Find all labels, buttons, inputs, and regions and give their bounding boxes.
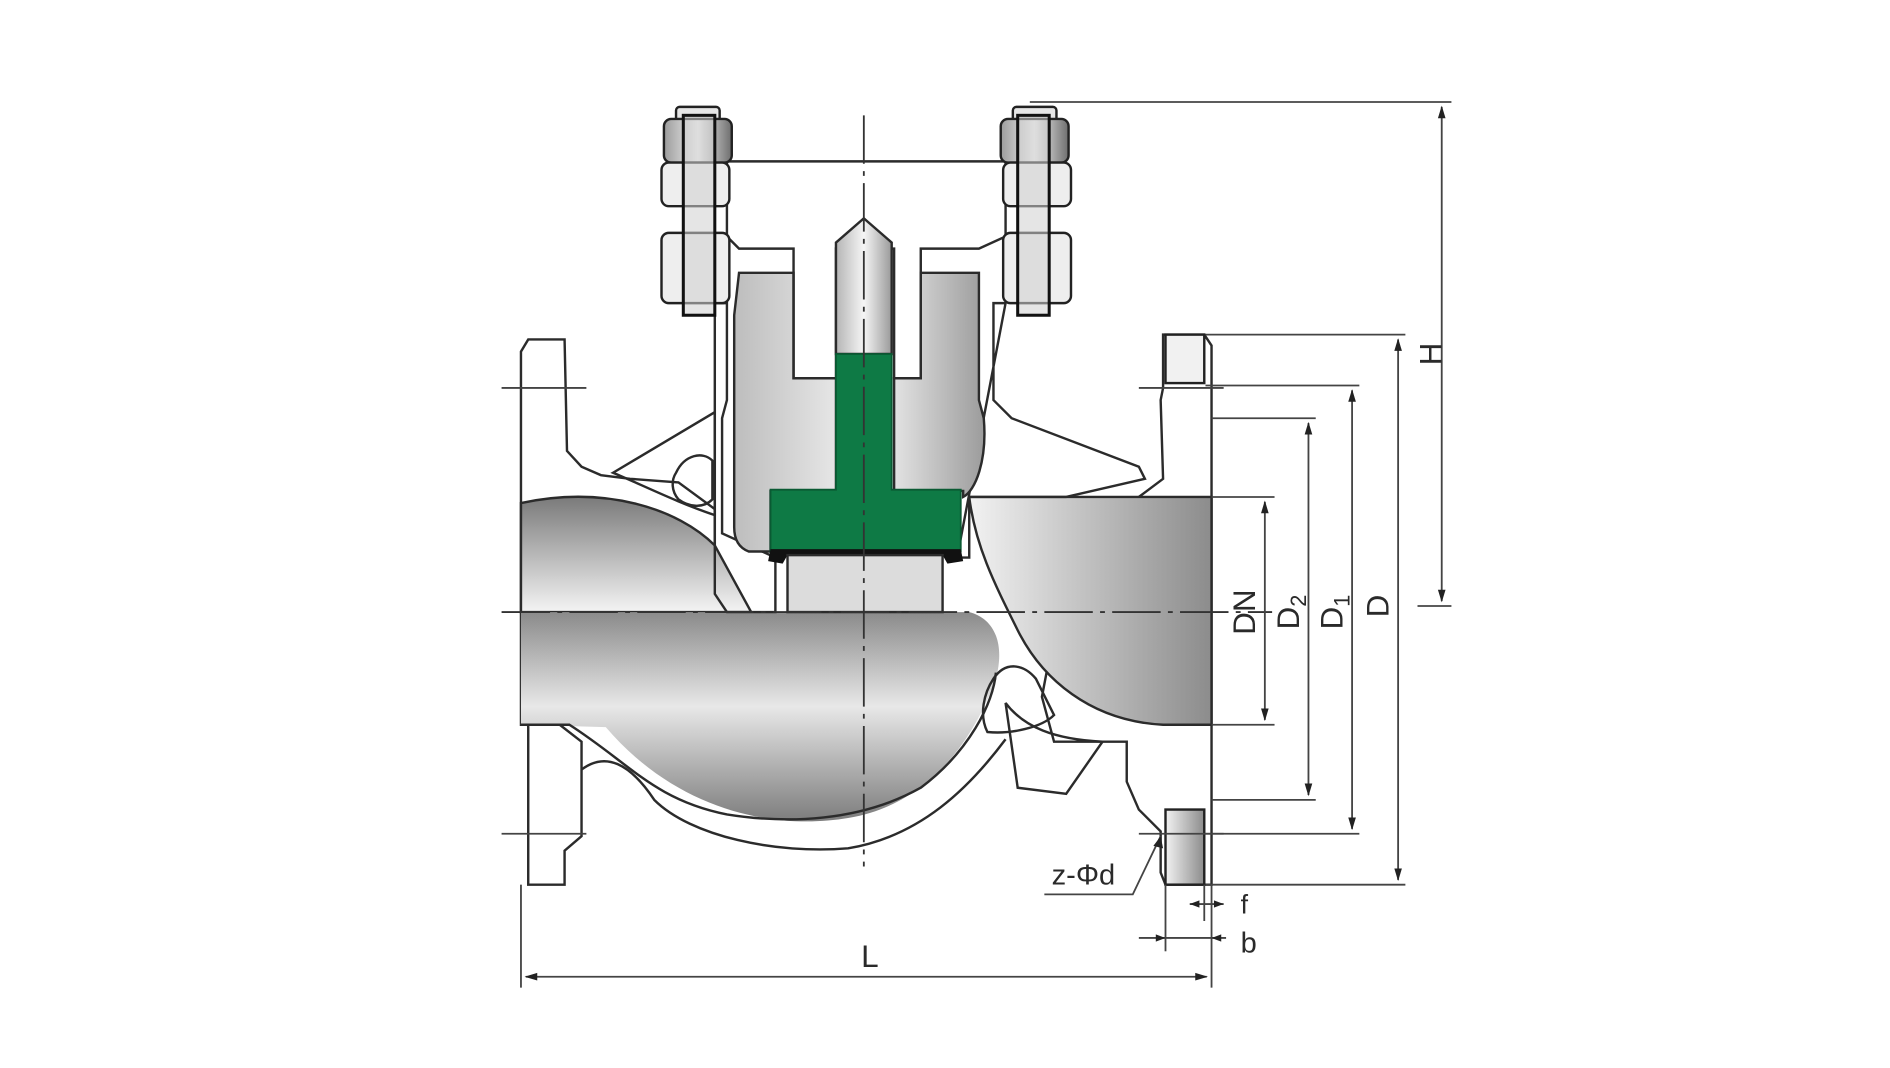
bolt-right xyxy=(999,105,1073,317)
inlet-bore-lower xyxy=(520,612,1000,822)
label-H: H xyxy=(1413,343,1449,366)
flange-hole-top xyxy=(1164,333,1206,385)
dimension-labels: H DN D2 D1 D L f b z-Φd xyxy=(861,343,1449,974)
label-DN: DN xyxy=(1226,589,1262,635)
centerlines xyxy=(501,115,1273,867)
label-D: D xyxy=(1359,595,1395,618)
label-b: b xyxy=(1241,928,1257,960)
lower-rib xyxy=(1004,702,1105,796)
bonnet xyxy=(725,160,1007,380)
bonnet-bolts xyxy=(660,105,1073,317)
label-D2: D2 xyxy=(1270,595,1311,630)
outlet-bore xyxy=(967,495,1213,726)
upper-rib xyxy=(610,410,717,517)
seat-seal xyxy=(768,549,964,564)
label-L: L xyxy=(861,938,879,974)
outlet-flange xyxy=(1040,333,1213,886)
bolt-left xyxy=(660,105,733,317)
label-D1: D1 xyxy=(1313,595,1354,630)
dimensions xyxy=(520,101,1452,988)
flange-hole-bottom xyxy=(1164,808,1206,886)
seat-ring xyxy=(786,553,944,614)
label-bolt-holes: z-Φd xyxy=(1052,860,1116,892)
leader-bolt-holes xyxy=(1044,835,1162,896)
label-f: f xyxy=(1241,890,1249,920)
